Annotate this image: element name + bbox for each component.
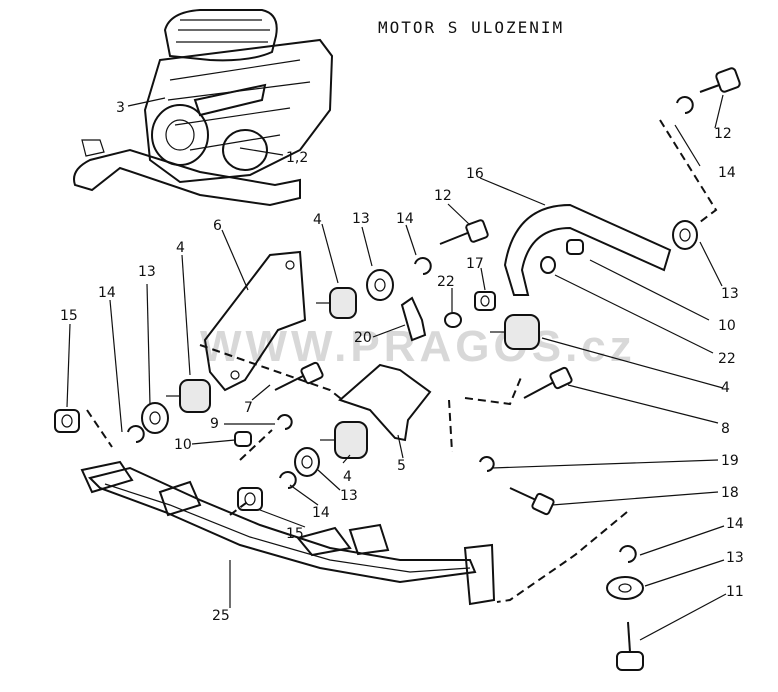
callout-label: 4	[176, 240, 185, 256]
clip-part	[414, 257, 432, 275]
bolt-part	[616, 621, 644, 671]
leader-lines	[66, 94, 727, 641]
washer-part	[672, 220, 698, 250]
plate-part	[400, 296, 427, 342]
clip-part	[279, 471, 297, 489]
clip-part	[127, 425, 145, 443]
clip-part	[619, 545, 637, 563]
callout-label: 13	[138, 264, 156, 280]
callout-label: 12	[714, 126, 732, 142]
callout-label: 22	[718, 351, 736, 367]
bolt-part	[274, 361, 324, 391]
clip-part	[277, 414, 293, 430]
callout-label: 13	[726, 550, 744, 566]
callout-label: 10	[174, 437, 192, 453]
callout-label: 1,2	[286, 150, 308, 166]
rubber-mount	[320, 421, 368, 459]
nut-part	[540, 256, 556, 274]
callout-label: 14	[312, 505, 330, 521]
callout-label: 22	[437, 274, 455, 290]
callout-label: 4	[313, 212, 322, 228]
callout-label: 14	[396, 211, 414, 227]
callout-label: 9	[210, 416, 219, 432]
callout-labels: 3 1,2 12 14 16 12 13 4 14 6 17 22 10 22 …	[60, 100, 744, 624]
strap-part	[503, 203, 672, 296]
rubber-mount	[166, 379, 211, 413]
callout-label: 15	[286, 526, 304, 542]
callout-label: 13	[340, 488, 358, 504]
callout-label: 18	[721, 485, 739, 501]
rubber-mount	[490, 314, 540, 350]
nut-part	[54, 409, 80, 433]
bracket-part	[203, 250, 307, 392]
callout-label: 15	[60, 308, 78, 324]
washer-part	[606, 576, 644, 600]
callout-label: 8	[721, 421, 730, 437]
callout-label: 25	[212, 608, 230, 624]
rubber-mount	[316, 287, 357, 319]
callout-label: 10	[718, 318, 736, 334]
crossmember-part	[80, 460, 496, 606]
callout-label: 14	[726, 516, 744, 532]
callout-label: 4	[343, 469, 352, 485]
callout-label: 19	[721, 453, 739, 469]
callout-label: 16	[466, 166, 484, 182]
callout-label: 14	[718, 165, 736, 181]
callout-label: 11	[726, 584, 744, 600]
bolt-part	[699, 67, 741, 93]
watermark: WWW.PRAGOS.cz	[200, 322, 636, 371]
bracket-hole	[285, 260, 295, 270]
clip-part	[676, 96, 694, 114]
washer-part	[294, 447, 320, 477]
diagram-title: MOTOR S ULOZENIM	[378, 18, 565, 37]
washer-part	[366, 269, 394, 301]
callout-label: 13	[721, 286, 739, 302]
callout-label: 13	[352, 211, 370, 227]
callout-label: 12	[434, 188, 452, 204]
nut-part	[234, 431, 252, 447]
bracket-hole	[230, 370, 240, 380]
callout-label: 4	[721, 380, 730, 396]
callout-label: 3	[116, 100, 125, 116]
callout-label: 7	[244, 400, 253, 416]
engine-illustration	[73, 9, 334, 207]
nut-part	[444, 312, 462, 328]
bracket-part	[338, 363, 432, 442]
callout-label: 20	[354, 330, 372, 346]
callout-label: 14	[98, 285, 116, 301]
callout-label: 17	[466, 256, 484, 272]
callout-label: 5	[397, 458, 406, 474]
bolt-part	[509, 487, 555, 516]
assembly-lines	[86, 119, 718, 603]
bolt-part	[523, 366, 573, 399]
bolt-part	[439, 219, 489, 245]
nut-part	[474, 291, 496, 311]
washer-part	[141, 402, 169, 434]
callout-label: 6	[213, 218, 222, 234]
nut-part	[566, 239, 584, 255]
clip-part	[479, 456, 495, 472]
